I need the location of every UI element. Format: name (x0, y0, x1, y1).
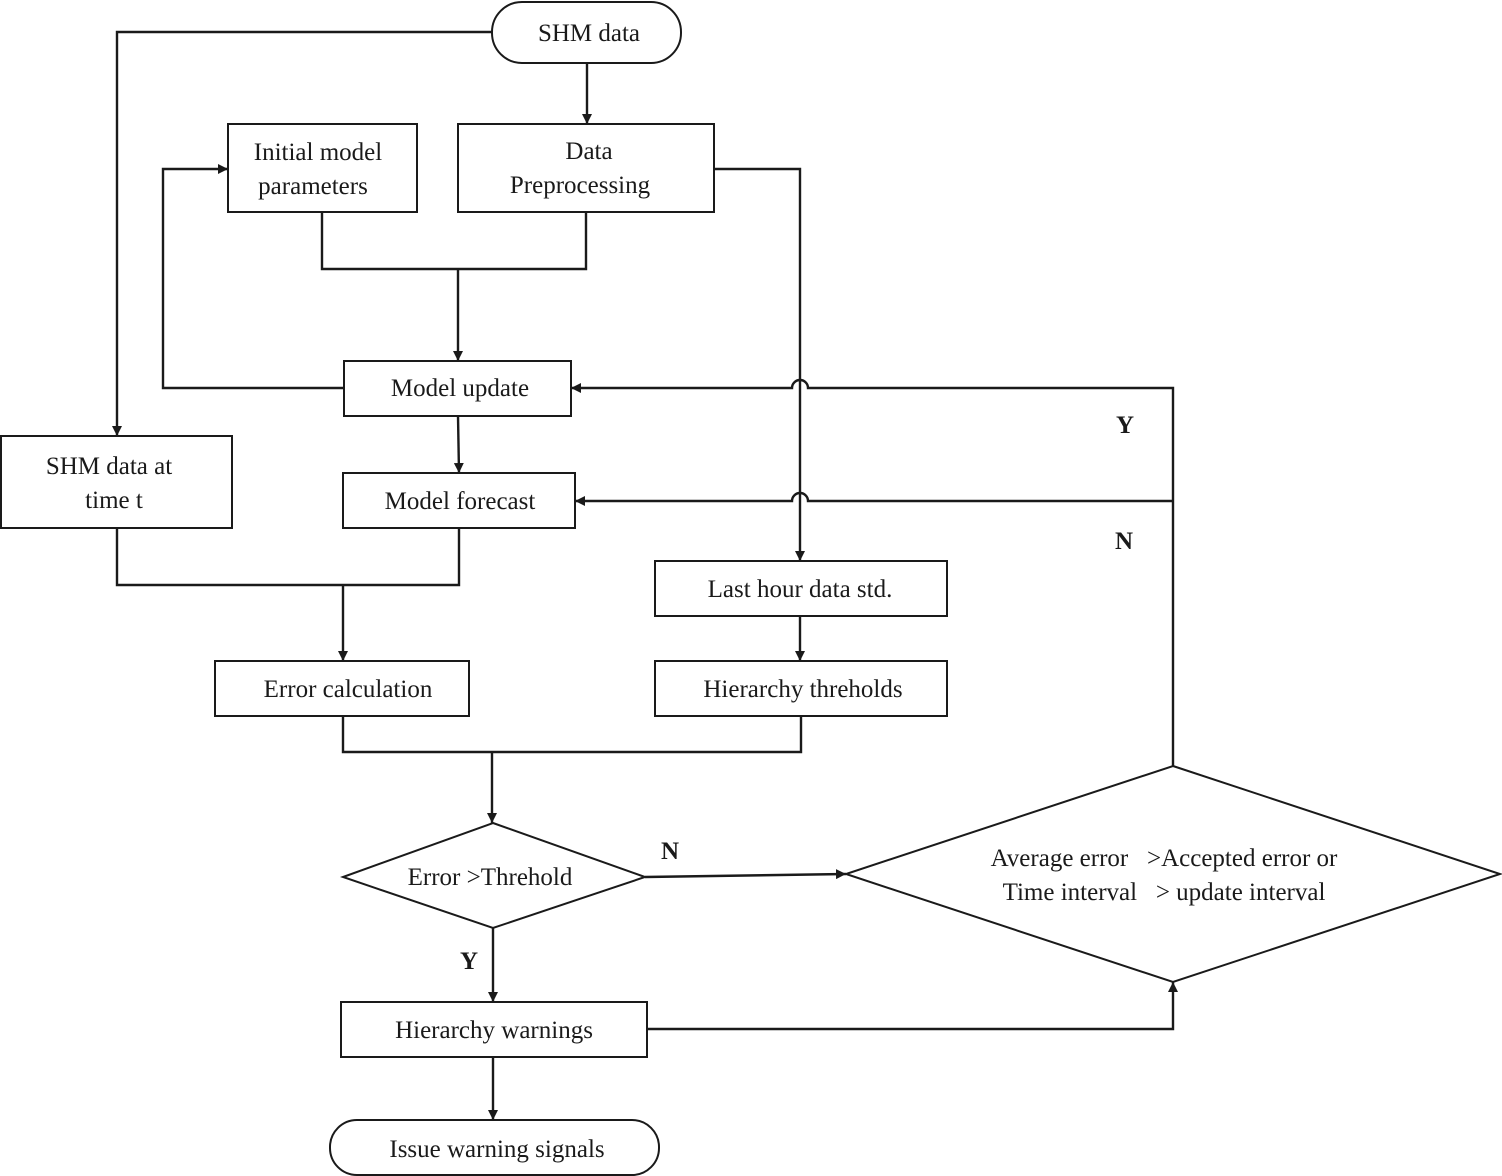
preprocessing-label-line2: Preprocessing (510, 172, 651, 199)
edge-label-n-error-threshold: N (661, 838, 679, 865)
edge-label-n-model-forecast: N (1115, 528, 1133, 555)
hierarchy-warnings-label: Hierarchy warnings (395, 1017, 593, 1044)
model-update-label: Model update (391, 375, 529, 402)
error-calculation-label: Error calculation (264, 676, 433, 703)
edge-warnings-to-average-check (647, 982, 1178, 1031)
hierarchy-thresholds-label: Hierarchy threholds (703, 676, 902, 703)
edge-average-check-to-forecast (575, 491, 1173, 506)
initial-params-label-line1: Initial model (254, 139, 382, 166)
shm-data-node: SHM data (491, 1, 682, 64)
initial-model-parameters-node: Initial model parameters (227, 123, 418, 213)
last-hour-std-node: Last hour data std. (654, 560, 948, 617)
model-forecast-node: Model forecast (342, 472, 576, 529)
edge-shm-to-shm-time-t (112, 30, 492, 436)
initial-params-label-line2: parameters (258, 173, 368, 200)
shm-time-t-label-line1: SHM data at (46, 453, 172, 480)
edge-preprocessing-to-last-hour-std (714, 167, 805, 561)
edge-merge-to-error-threshold (341, 716, 803, 823)
hierarchy-thresholds-node: Hierarchy threholds (654, 660, 948, 717)
average-error-label-line1: Average error >Accepted error or (991, 845, 1338, 872)
edge-model-update-to-forecast (453, 415, 464, 474)
hierarchy-warnings-node: Hierarchy warnings (340, 1001, 648, 1058)
shm-time-t-label-line2: time t (85, 487, 143, 514)
error-calculation-node: Error calculation (214, 660, 470, 717)
last-hour-std-label: Last hour data std. (708, 576, 893, 603)
edge-average-check-to-model-update (571, 378, 1175, 766)
average-error-decision: Average error >Accepted error or Time in… (842, 764, 1502, 984)
average-error-label-line2: Time interval > update interval (1003, 879, 1326, 906)
error-threshold-decision: Error >Threhold (339, 821, 649, 930)
preprocessing-label-line1: Data (565, 138, 612, 165)
data-preprocessing-node: Data Preprocessing (457, 123, 715, 213)
shm-data-label: SHM data (538, 20, 640, 47)
model-update-node: Model update (343, 360, 572, 417)
connectors (112, 30, 1178, 1120)
shm-data-time-t-node: SHM data at time t (0, 435, 233, 529)
issue-warning-signals-label: Issue warning signals (389, 1136, 604, 1163)
error-threshold-label: Error >Threhold (408, 864, 573, 891)
edge-label-y-error-threshold: Y (460, 948, 478, 975)
edge-model-update-to-initial-params (161, 164, 344, 390)
edge-merge-to-error-calc (115, 528, 461, 661)
edge-error-threshold-no (644, 869, 847, 880)
model-forecast-label: Model forecast (385, 488, 536, 515)
issue-warning-signals-node: Issue warning signals (329, 1119, 660, 1176)
edge-label-y-model-update: Y (1116, 412, 1134, 439)
edge-merge-to-model-update (320, 212, 588, 361)
